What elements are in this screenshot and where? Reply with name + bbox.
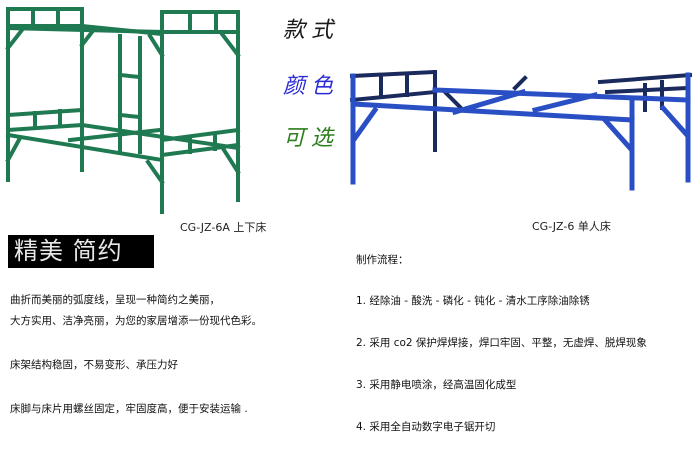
single-bed-image [349,70,693,191]
feature-paragraph-2: 床架结构稳固，不易变形、承压力好 [10,359,178,371]
feature-paragraph-1-line-1: 曲折而美丽的弧度线，呈现一种简约之美丽， [10,294,220,306]
process-step-4: 4. 采用全自动数字电子锯开切 [356,421,496,433]
banner-title: 精美 简约 [8,235,154,268]
bunk-bed-caption: CG-JZ-6A 上下床 [180,221,267,234]
process-step-2: 2. 采用 co2 保护焊焊接，焊口牢固、平整，无虚焊、脱焊现象 [356,337,647,349]
style-label: 款式 [283,18,340,43]
single-bed-caption: CG-JZ-6 单人床 [532,220,611,233]
process-step-3: 3. 采用静电喷涂，经高温固化成型 [356,379,517,391]
optional-label: 可选 [283,126,340,151]
color-label: 颜色 [283,74,340,99]
process-step-1: 1. 经除油 - 酸洗 - 磷化 - 钝化 - 清水工序除油除锈 [356,295,590,307]
bunk-bed-image [5,7,241,214]
feature-paragraph-3: 床脚与床片用螺丝固定，牢固度高，便于安装运输 . [10,403,248,415]
feature-paragraph-1-line-2: 大方实用、洁净亮丽，为您的家居增添一份现代色彩。 [10,315,262,327]
process-title: 制作流程： [356,254,409,266]
